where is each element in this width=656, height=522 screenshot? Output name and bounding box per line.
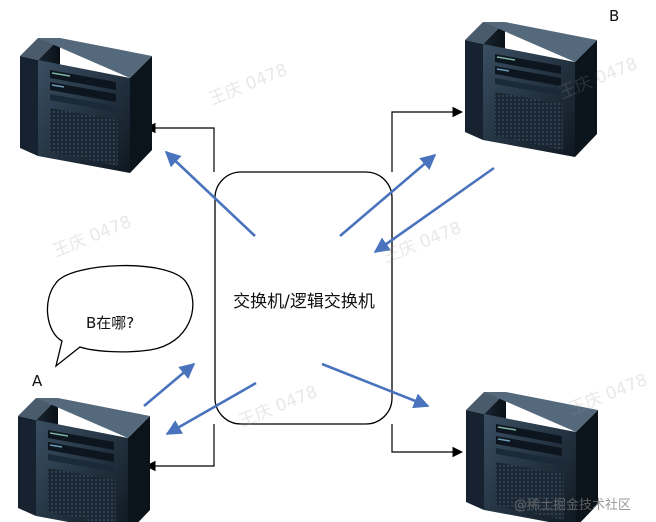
connector-bottom-left (144, 424, 215, 472)
blue-arrow-to-bottom-left (165, 381, 257, 436)
blue-arrow-to-top-right (339, 153, 437, 237)
blue-arrow-to-top-left (164, 150, 256, 237)
switch-box (214, 171, 393, 425)
blue-arrow-to-bottom-right (321, 362, 430, 409)
server-icon (19, 37, 153, 174)
bubble-text: B在哪? (86, 314, 135, 332)
connector-top-left (144, 122, 215, 172)
blue-arrow-from-b (373, 166, 495, 254)
source-watermark: @稀土掘金技术社区 (514, 498, 632, 513)
node-a-label: A (32, 372, 43, 390)
speech-bubble (46, 264, 194, 368)
node-b-label: B (609, 7, 620, 25)
connector-bottom-right (391, 424, 464, 458)
connector-top-right (391, 106, 464, 172)
switch-label: 交换机/逻辑交换机 (233, 292, 375, 312)
server-icon (17, 397, 151, 522)
blue-arrow-from-a (143, 362, 196, 407)
